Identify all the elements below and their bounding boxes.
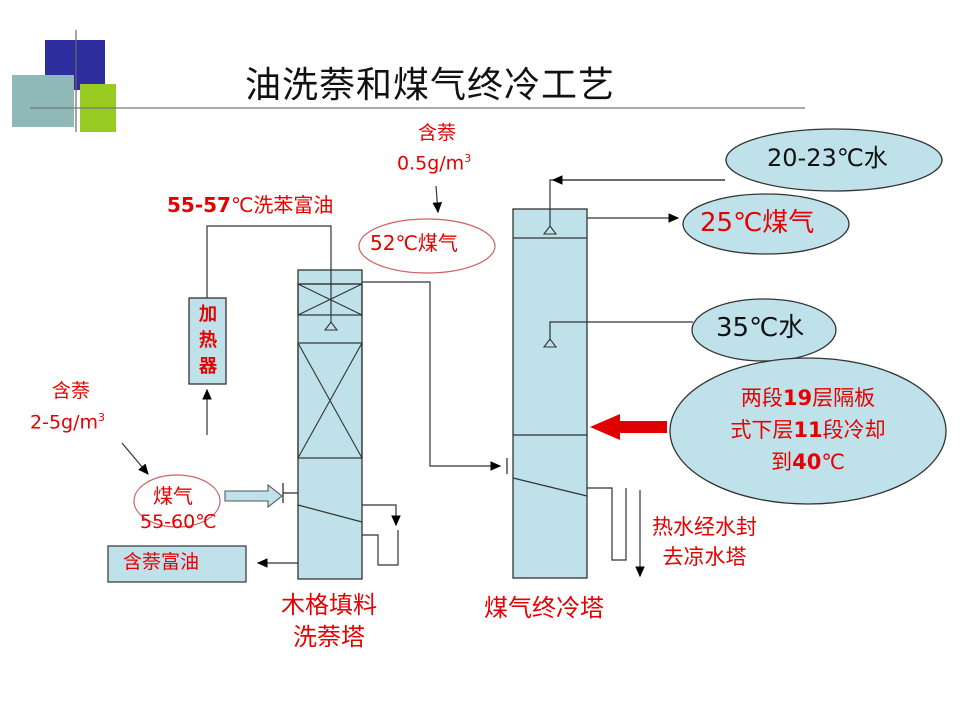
wash-drain-arrow [362, 504, 401, 527]
packing-main [297, 342, 363, 459]
gas52-label: 52℃煤气 [370, 231, 458, 255]
cool-nozzle-mid-icon [542, 338, 558, 348]
naph-top-conc: 0.5g/m3 [397, 152, 472, 175]
naph-left-arrow [121, 442, 149, 475]
gas-25-ellipse [682, 193, 850, 255]
hot-water-seal [587, 487, 627, 561]
rich-oil-line [206, 225, 332, 315]
wash-tower [297, 269, 363, 580]
decor-teal-square [12, 75, 74, 127]
gas-in-label: 煤气 [153, 484, 193, 508]
hot-water-label: 热水经水封 去凉水塔 [652, 515, 757, 569]
gas-transfer-line [362, 281, 502, 471]
rich-naph-oil-label: 含萘富油 [123, 551, 200, 573]
gas-inlet-arrow [224, 483, 283, 509]
wash-nozzle-icon [323, 321, 339, 331]
gas52-ellipse [358, 218, 496, 274]
naph-top-arrow [432, 185, 443, 214]
wash-tower-label: 木格填料 洗萘塔 [281, 591, 377, 651]
twostage-ellipse [669, 357, 947, 505]
water-35-line [549, 321, 693, 339]
cool-tower-label: 煤气终冷塔 [484, 594, 604, 622]
gas-in-temp: 55-60℃ [140, 511, 217, 533]
red-pointer-arrow [590, 414, 667, 440]
cool-nozzle-top-icon [542, 225, 558, 235]
wash-tower-baffle [297, 504, 363, 523]
naph-left-conc: 2-5g/m3 [30, 411, 106, 434]
heater-label: 加 热 器 [199, 304, 217, 377]
page-title: 油洗萘和煤气终冷工艺 [245, 65, 616, 106]
naph-left-label: 含萘 [52, 380, 91, 402]
naph-top-label: 含萘 [418, 122, 457, 144]
gas-25-label: 25℃煤气 [700, 208, 815, 238]
rich-oil-label: 55-57℃洗苯富油 [167, 193, 334, 217]
wash-seal-pipe [362, 530, 399, 566]
water-35-label: 35℃水 [716, 313, 805, 343]
twostage-label: 两段19层隔板 式下层11段冷却 到40℃ [730, 386, 886, 474]
water-20-23-ellipse [725, 128, 943, 192]
cool-tower-baffle [512, 477, 588, 497]
water-20-23-label: 20-23℃水 [767, 144, 888, 172]
cooling-tower [512, 208, 588, 579]
packing-top [297, 283, 363, 316]
water-35-ellipse [691, 298, 837, 362]
gas-in-ellipse [133, 474, 221, 528]
rich-naph-oil-box [107, 545, 247, 583]
